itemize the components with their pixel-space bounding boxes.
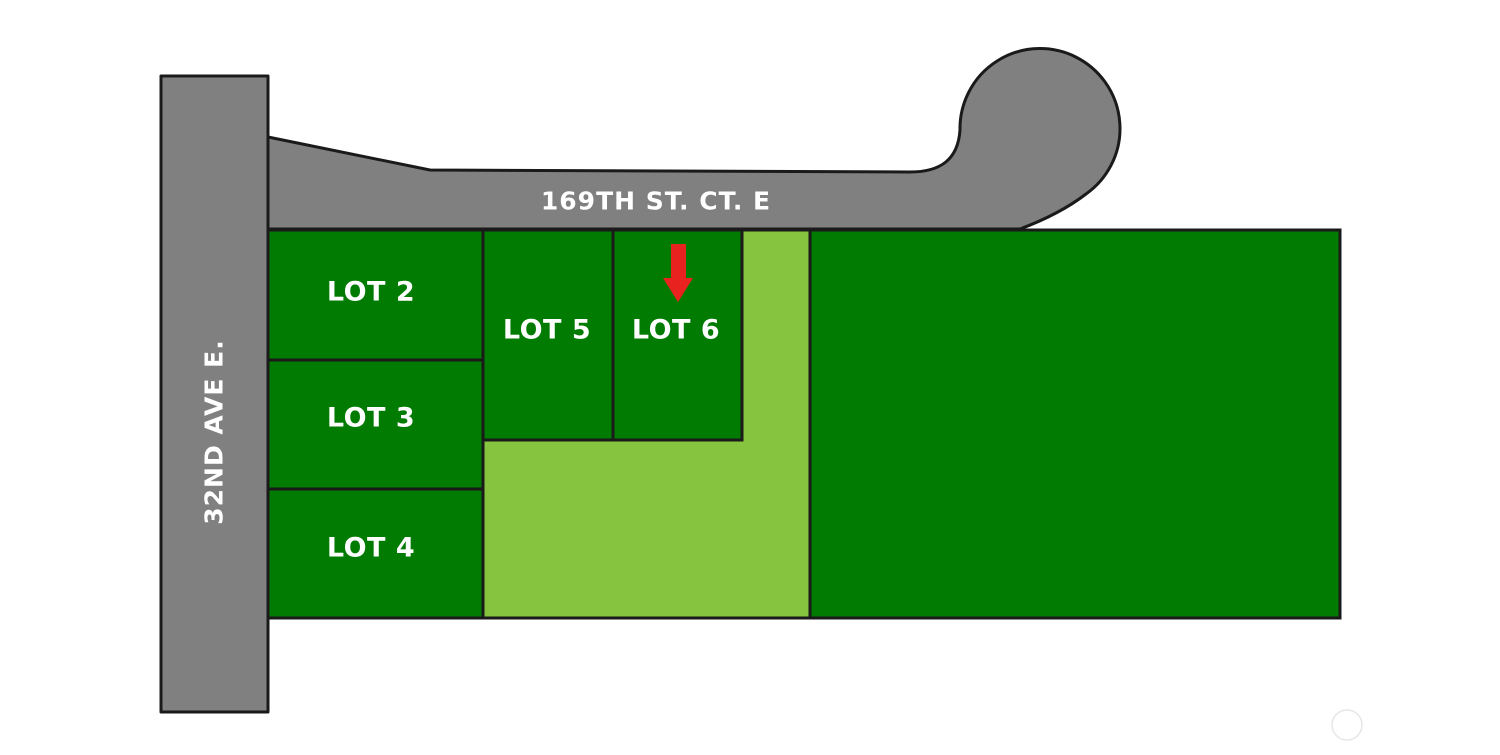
lot-2-label: LOT 2 [327, 277, 415, 308]
down-arrow-icon [663, 244, 693, 302]
lot-4-label: LOT 4 [327, 533, 415, 564]
large-parcel [808, 228, 1342, 620]
lot-5-label: LOT 5 [503, 315, 591, 346]
lot-5-parcel [481, 228, 615, 442]
side-street-label: 32ND AVE E. [200, 339, 229, 525]
side-street-road [159, 74, 270, 714]
main-street-road [266, 47, 1122, 231]
corner-circle-icon [1331, 709, 1363, 741]
lot-3-label: LOT 3 [327, 403, 415, 434]
lot-6-label: LOT 6 [632, 315, 720, 346]
main-street-label: 169TH ST. CT. E [541, 187, 771, 216]
